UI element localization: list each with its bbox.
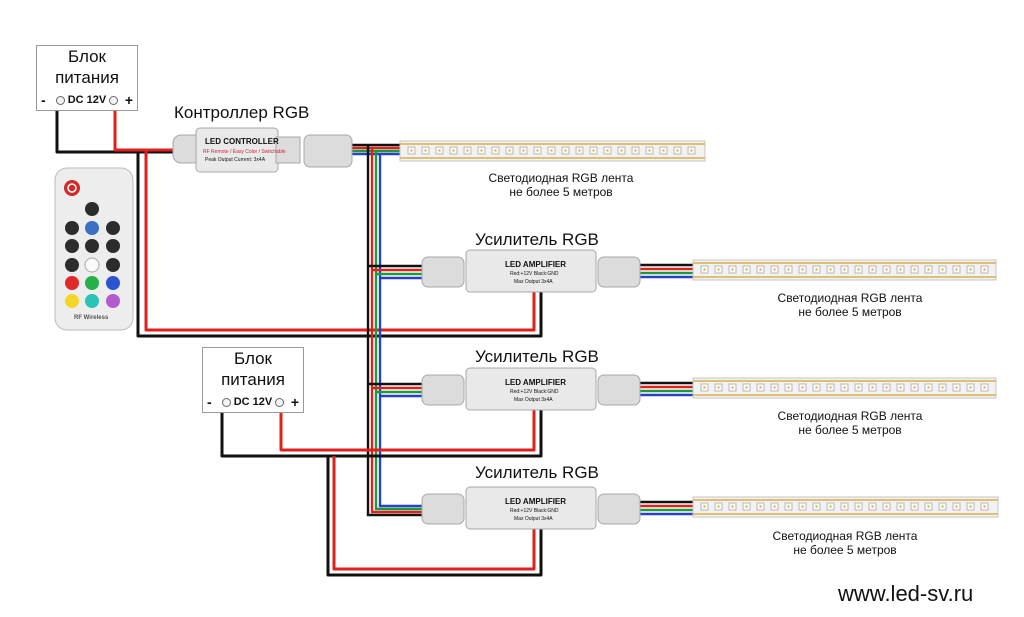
amplifier-module-2 [421, 367, 641, 411]
psu2-black-wire [220, 405, 543, 458]
terminal-icon [221, 397, 231, 407]
voltage-label: DC 12V [233, 396, 273, 408]
strip-caption-line2: не более 5 метров [798, 423, 902, 437]
website-url[interactable]: www.led-sv.ru [838, 581, 974, 606]
strip-2-caption: Светодиодная RGB лента не более 5 метров [765, 291, 935, 319]
psu2-black-to-amp3-wire [326, 456, 543, 577]
psu2-red-to-amp3-wire [332, 456, 536, 571]
minus-terminal-label: - [41, 92, 46, 108]
amplifier-1-body-spec: Max Output 3x4A [514, 279, 553, 285]
amplifier-module-3 [421, 486, 641, 530]
strip-caption-line2: не более 5 метров [793, 543, 897, 557]
controller-body-spec: Peak Output Current: 3x4A [205, 157, 266, 163]
remote-control [54, 167, 134, 331]
controller-body-sub: RF Remote / Easy Color / Switchable [203, 149, 286, 155]
amplifier-1-title: Усилитель RGB [475, 230, 599, 249]
terminal-icon [275, 397, 285, 407]
strip-3-caption: Светодиодная RGB лента не более 5 метров [765, 409, 935, 437]
psu-title-line2: питания [221, 370, 285, 389]
amplifier-3-body-title: LED AMPLIFIER [505, 497, 567, 506]
power-supply-bottom: Блок питания - DC 12V + [202, 347, 304, 413]
bus-blue-vertical [378, 154, 428, 508]
amplifier-2-body-title: LED AMPLIFIER [505, 378, 567, 387]
controller-title: Контроллер RGB [174, 103, 310, 122]
psu-terminals: - DC 12V + [203, 395, 303, 409]
amplifier-3-body-spec: Max Output 3x4A [514, 516, 553, 522]
strip-1-caption: Светодиодная RGB лента не более 5 метров [476, 171, 646, 199]
minus-terminal-label: - [207, 394, 212, 410]
psu1-black-to-amp1-wire [136, 152, 543, 338]
psu-terminals: - DC 12V + [37, 93, 137, 107]
amplifier-2-body-sub: Red:+12V Black:GND [510, 389, 559, 395]
strip-caption-line1: Светодиодная RGB лента [777, 409, 923, 423]
psu-title-line2: питания [55, 68, 119, 87]
strip-4-caption: Светодиодная RGB лента не более 5 метров [760, 529, 930, 557]
psu1-red-wire [113, 103, 175, 152]
psu-title-line1: Блок [68, 47, 106, 66]
amplifier-3-body-sub: Red:+12V Black:GND [510, 508, 559, 514]
bus-black-vertical [366, 145, 428, 517]
voltage-label: DC 12V [67, 94, 107, 106]
plus-terminal-label: + [124, 92, 133, 108]
strip-caption-line1: Светодиодная RGB лента [488, 171, 634, 185]
remote-brand-label: RF Wireless [74, 315, 109, 321]
amplifier-2-body-spec: Max Output 3x4A [514, 397, 553, 403]
led-strip-2 [692, 259, 997, 281]
amplifier-3-title: Усилитель RGB [475, 463, 599, 482]
psu1-red-to-amp1-wire [144, 150, 536, 332]
led-strip-1 [399, 140, 706, 162]
amplifier-2-title: Усилитель RGB [475, 347, 599, 366]
amplifier-1-body-title: LED AMPLIFIER [505, 260, 567, 269]
led-strip-3 [692, 377, 997, 399]
strip-caption-line2: не более 5 метров [509, 185, 613, 199]
controller-module [172, 127, 353, 173]
strip-caption-line1: Светодиодная RGB лента [777, 291, 923, 305]
amplifier-module-1 [421, 249, 641, 293]
terminal-icon [55, 95, 65, 105]
led-strip-4 [692, 496, 999, 518]
plus-terminal-label: + [290, 394, 299, 410]
strip-caption-line2: не более 5 метров [798, 305, 902, 319]
psu-title-line1: Блок [234, 349, 272, 368]
psu1-black-wire [55, 105, 175, 154]
mode-button [85, 202, 99, 216]
terminal-icon [109, 95, 119, 105]
controller-body-title: LED CONTROLLER [205, 137, 279, 146]
amplifier-1-body-sub: Red:+12V Black:GND [510, 271, 559, 277]
psu2-red-wire [279, 405, 536, 452]
power-supply-top: Блок питания - DC 12V + [36, 45, 138, 111]
strip-caption-line1: Светодиодная RGB лента [772, 529, 918, 543]
